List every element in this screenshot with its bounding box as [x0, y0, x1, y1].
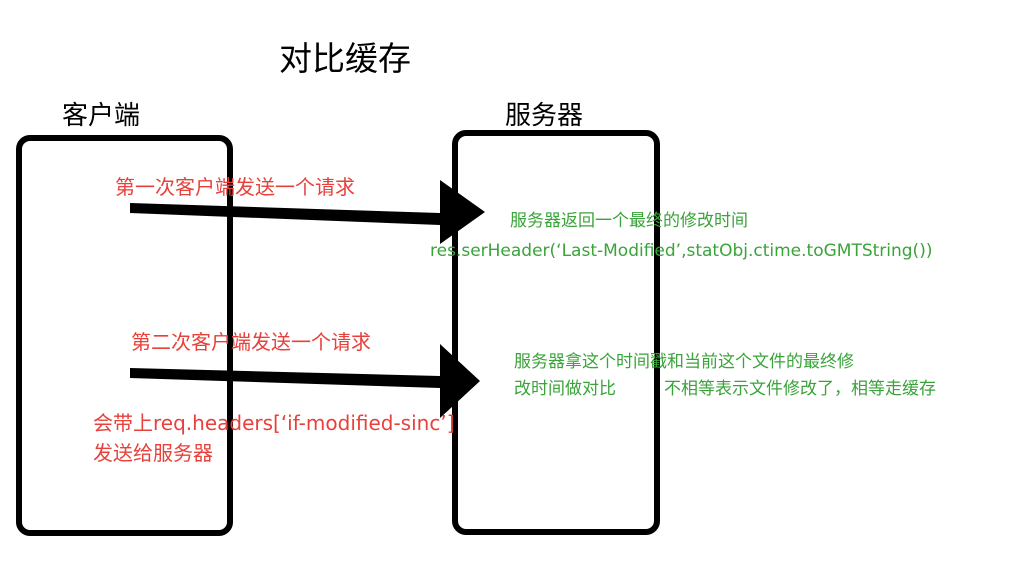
request2-arrow: [130, 344, 480, 418]
client-label: 客户端: [62, 101, 141, 131]
request1-arrow: [130, 180, 485, 244]
request2-note-line1: 会带上req.headers[‘if-modified-sinc’]: [93, 411, 455, 435]
response2-line2-part2: 不相等表示文件修改了，相等走缓存: [664, 379, 936, 399]
server-box: [452, 130, 660, 535]
response2-line1: 服务器拿这个时间戳和当前这个文件的最终修: [514, 352, 854, 372]
response1-text: 服务器返回一个最终的修改时间: [510, 211, 748, 231]
request2-note-line2: 发送给服务器: [93, 441, 213, 465]
response2-line2-part1: 改时间做对比: [514, 379, 616, 399]
diagram-title: 对比缓存: [279, 39, 411, 78]
request1-label: 第一次客户端发送一个请求: [115, 175, 355, 199]
request2-label: 第二次客户端发送一个请求: [131, 330, 371, 354]
server-label: 服务器: [505, 101, 584, 131]
client-box: [16, 135, 233, 536]
response1-code: res.serHeader(‘Last-Modified’,statObj.ct…: [430, 241, 933, 261]
